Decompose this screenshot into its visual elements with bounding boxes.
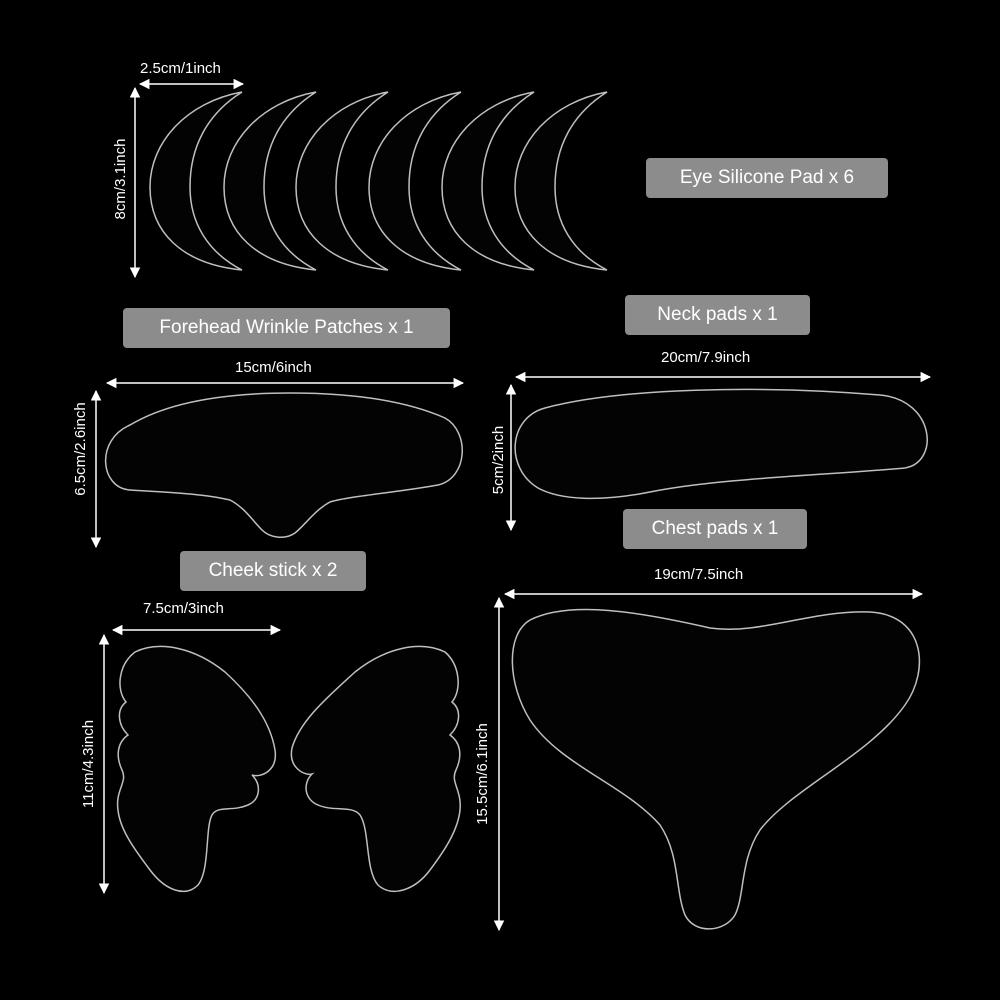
forehead-label: Forehead Wrinkle Patches x 1 [123,308,450,348]
cheek-height-text: 11cm/4.3inch [80,719,97,809]
cheek-sticks [116,645,461,893]
eye-width-text: 2.5cm/1inch [140,60,221,77]
neck-width-text: 20cm/7.9inch [661,349,751,366]
cheek-label: Cheek stick x 2 [180,551,366,591]
neck-pad [514,388,928,500]
chest-label: Chest pads x 1 [623,509,807,549]
chest-pad [511,608,921,930]
eye-pad [149,91,243,271]
cheek-stick-right [290,645,461,893]
eye-pad [223,91,317,271]
forehead-patch [104,392,464,538]
chest-width-text: 19cm/7.5inch [654,566,744,583]
eye-pad [441,91,535,271]
forehead-width-text: 15cm/6inch [235,359,312,376]
eye-pad [368,91,462,271]
chest-height-text: 15.5cm/6.1inch [474,723,491,825]
eye-height-text: 8cm/3.1inch [112,138,129,220]
eye-pads [149,91,608,271]
forehead-height-text: 6.5cm/2.6inch [72,402,89,496]
eye-pad [295,91,389,271]
eye-pad [514,91,608,271]
cheek-width-text: 7.5cm/3inch [143,600,224,617]
eye-pad-label: Eye Silicone Pad x 6 [646,158,888,198]
neck-height-text: 5cm/2inch [490,425,507,495]
cheek-stick-left [116,645,277,893]
neck-label: Neck pads x 1 [625,295,810,335]
